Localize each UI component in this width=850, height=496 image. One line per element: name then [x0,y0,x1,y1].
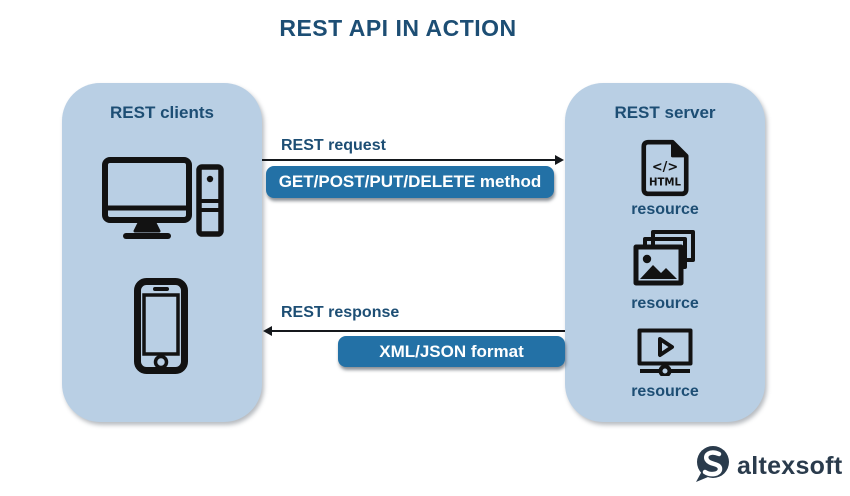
arrow-head-left [263,326,272,336]
html-label: HTML [649,178,681,189]
resource-label: resource [631,201,699,218]
response-format-pill: XML/JSON format [338,336,565,367]
request-arrow [262,155,564,165]
response-arrow [263,326,565,336]
rest-server-title: REST server [614,103,716,122]
request-label: REST request [281,137,386,154]
rest-clients-title: REST clients [110,103,214,122]
desktop-computer-icon [102,157,224,246]
rest-clients-panel: REST clients [62,83,262,422]
rest-server-panel: REST server </> HTML resource [565,83,765,422]
video-player-icon [565,328,765,376]
image-stack-icon [565,229,765,287]
html-file-icon: </> HTML [565,138,765,198]
smartphone-icon [134,278,188,379]
request-method-pill: GET/POST/PUT/DELETE method [266,166,554,198]
code-glyph: </> [652,160,678,175]
altexsoft-logo-text: altexsoft [737,452,843,480]
resource-label: resource [631,383,699,400]
response-label: REST response [281,304,400,321]
resource-label: resource [631,295,699,312]
altexsoft-logo: altexsoft [694,445,843,488]
diagram-title: REST API IN ACTION [279,15,517,41]
altexsoft-s-icon [694,445,730,488]
arrow-head-right [555,155,564,165]
